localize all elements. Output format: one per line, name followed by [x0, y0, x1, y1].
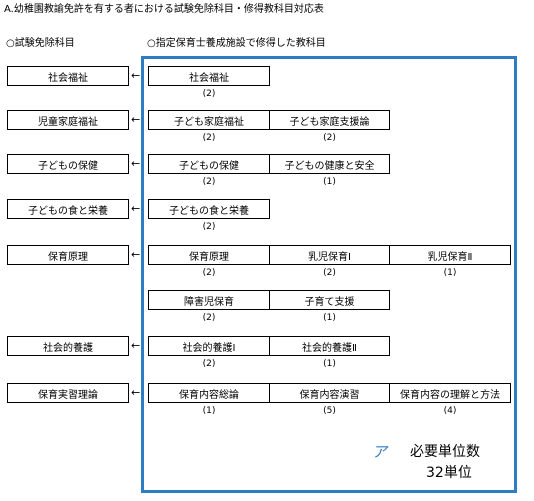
course-box: 社会福祉: [148, 66, 270, 86]
arrow-left-icon: ←: [131, 69, 141, 82]
exempt-subjects-heading: ○試験免除科目: [6, 38, 75, 49]
course-box: 社会的養護Ⅱ: [269, 336, 390, 356]
arrow-left-icon: ←: [131, 157, 141, 170]
mark-a: ア: [372, 443, 388, 461]
course-units: (2): [202, 222, 216, 232]
course-box: 乳児保育Ⅰ: [269, 245, 390, 265]
course-units: (2): [202, 133, 216, 143]
course-units: (2): [202, 313, 216, 323]
course-box: 乳児保育Ⅱ: [389, 245, 511, 265]
course-box: 子どもの健康と安全: [269, 154, 390, 174]
course-box: 保育内容演習: [269, 383, 390, 403]
exempt-subject-box: 保育原理: [7, 245, 129, 265]
required-units-label: 必要単位数: [410, 444, 480, 460]
arrow-left-icon: ←: [131, 339, 141, 352]
course-units: (2): [202, 268, 216, 278]
course-units: (2): [323, 133, 336, 143]
course-units: (2): [323, 268, 336, 278]
course-box: 子どもの保健: [148, 154, 270, 174]
course-units: (5): [323, 406, 336, 416]
exempt-subject-box: 子どもの保健: [7, 154, 129, 174]
table-title: A.幼稚園教諭免許を有する者における試験免除科目・修得教科目対応表: [4, 4, 324, 15]
course-units: (2): [202, 89, 216, 99]
course-units: (1): [323, 177, 336, 187]
arrow-left-icon: ←: [131, 202, 141, 215]
course-box: 社会的養護Ⅰ: [148, 336, 270, 356]
required-units-value: 32単位: [426, 465, 472, 481]
course-units: (1): [443, 268, 457, 278]
course-box: 子育て支援: [269, 290, 390, 310]
course-box: 子ども家庭福祉: [148, 110, 270, 130]
course-units: (4): [443, 406, 457, 416]
course-box: 子どもの食と栄養: [148, 199, 270, 219]
course-box: 保育原理: [148, 245, 270, 265]
course-units: (2): [202, 177, 216, 187]
completed-courses-heading: ○指定保育士養成施設で修得した教科目: [147, 38, 326, 49]
course-units: (1): [202, 406, 216, 416]
arrow-left-icon: ←: [131, 386, 141, 399]
course-box: 障害児保育: [148, 290, 270, 310]
arrow-left-icon: ←: [131, 113, 141, 126]
course-box: 子ども家庭支援論: [269, 110, 390, 130]
exempt-subject-box: 社会的養護: [7, 336, 129, 356]
exempt-subject-box: 子どもの食と栄養: [7, 199, 129, 219]
arrow-left-icon: ←: [131, 248, 141, 261]
exempt-subject-box: 児童家庭福祉: [7, 110, 129, 130]
course-box: 保育内容総論: [148, 383, 270, 403]
course-units: (2): [202, 359, 216, 369]
exempt-subject-box: 社会福祉: [7, 66, 129, 86]
exempt-subject-box: 保育実習理論: [7, 383, 129, 403]
course-group-frame: [141, 56, 517, 493]
course-units: (1): [323, 359, 336, 369]
course-units: (1): [323, 313, 336, 323]
course-box: 保育内容の理解と方法: [389, 383, 511, 403]
